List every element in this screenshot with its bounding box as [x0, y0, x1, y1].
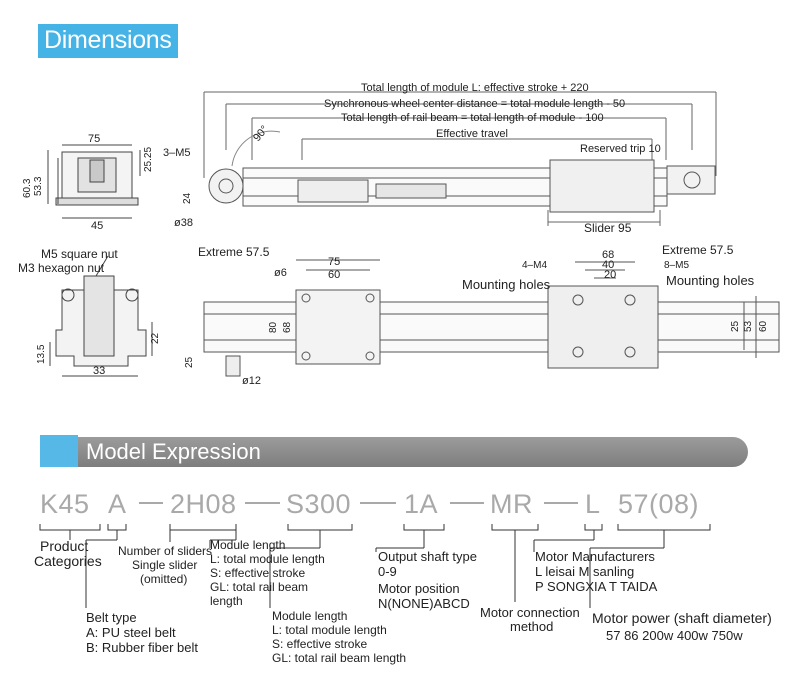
- motor-power-desc: Motor power (shaft diameter) 57 86 200w …: [592, 610, 772, 643]
- diameter-38-label: ø38: [174, 217, 193, 229]
- dim-25-left: 25: [184, 356, 195, 368]
- sliders-line-1: Number of sliders: [118, 544, 212, 558]
- extreme-right-label: Extreme 57.5: [662, 243, 734, 257]
- dim-13-5: 13.5: [36, 344, 47, 364]
- sliders-desc: Number of sliders Single slider (omitted…: [118, 544, 212, 586]
- conn-line-1: Motor connection: [480, 605, 580, 620]
- model-expression-title: Model Expression: [86, 439, 261, 464]
- shaft-line-4: N(NONE)ABCD: [378, 596, 470, 611]
- total-length-label: Total length of module L: effective stro…: [361, 82, 589, 94]
- dim-25-25: 25.25: [143, 147, 154, 172]
- belt-type-desc: Belt type A: PU steel belt B: Rubber fib…: [86, 610, 198, 655]
- power-line-1: Motor power (shaft diameter): [592, 610, 772, 626]
- extreme-left-label: Extreme 57.5: [198, 245, 270, 259]
- dim-75-top: 75: [88, 133, 100, 145]
- dim-60-right: 60: [758, 320, 769, 332]
- mla-line-1: Module length: [210, 538, 285, 552]
- dim-75-mid: 75: [328, 256, 340, 268]
- dim-45: 45: [91, 220, 103, 232]
- code-power: 57(08): [618, 489, 699, 519]
- reserved-trip-label: Reserved trip 10: [580, 143, 661, 155]
- header-accent-block: [40, 435, 78, 467]
- dimensions-title: Dimensions: [38, 24, 178, 58]
- module-side-drawing: [208, 130, 716, 213]
- motor-connection-desc: Motor connection method: [480, 605, 580, 634]
- rail-length-label: Total length of rail beam = total length…: [341, 112, 604, 124]
- m3-hex-nut-label: M3 hexagon nut: [18, 261, 105, 275]
- dim-53-right: 53: [743, 320, 754, 332]
- code-manufacturer: L: [585, 489, 601, 519]
- mla-line-4: GL: total rail beam: [210, 580, 308, 594]
- shaft-line-1: Output shaft type: [378, 549, 477, 564]
- sliders-line-3: (omitted): [140, 572, 187, 586]
- model-code-row: K45 A 2H08 S300 1A MR L 57(08): [40, 489, 699, 519]
- dim-25-right: 25: [730, 320, 741, 332]
- three-m5-label: 3–M5: [163, 147, 191, 159]
- effective-travel-label: Effective travel: [436, 128, 508, 140]
- model-leader-lines: [39, 524, 711, 608]
- belt-line-3: B: Rubber fiber belt: [86, 640, 198, 655]
- code-k45: K45: [40, 489, 90, 519]
- mlb-line-1: Module length: [272, 609, 347, 623]
- dim-68: 68: [282, 321, 293, 333]
- mlb-line-3: S: effective stroke: [272, 637, 367, 651]
- mfr-line-2: L leisai M sanling: [535, 564, 634, 579]
- motor-manufacturers-desc: Motor Manufacturers L leisai M sanling P…: [535, 549, 658, 594]
- m5-square-nut-label: M5 square nut: [41, 247, 118, 261]
- dim-24: 24: [182, 192, 193, 204]
- belt-line-1: Belt type: [86, 610, 137, 625]
- dim-80: 80: [268, 321, 279, 333]
- code-connection: MR: [490, 489, 533, 519]
- mla-line-5: length: [210, 594, 243, 608]
- diameter-6-label: ø6: [274, 267, 287, 279]
- shaft-line-3: Motor position: [378, 581, 460, 596]
- conn-line-2: method: [510, 619, 553, 634]
- output-shaft-desc: Output shaft type 0-9 Motor position N(N…: [378, 549, 477, 611]
- dim-60-mid: 60: [328, 269, 340, 281]
- mfr-line-3: P SONGXIA T TAIDA: [535, 579, 658, 594]
- angle-label: 90°: [251, 123, 271, 143]
- dim-40-right: 40: [602, 259, 614, 271]
- mlb-line-2: L: total module length: [272, 623, 387, 637]
- code-shaft: 1A: [404, 489, 438, 519]
- dim-33: 33: [93, 365, 105, 377]
- dim-68-right: 68: [602, 249, 614, 261]
- power-line-2: 57 86 200w 400w 750w: [606, 628, 743, 643]
- dim-53-3: 53.3: [33, 176, 44, 196]
- code-belt: A: [108, 489, 127, 519]
- end-view-drawing: [47, 144, 141, 219]
- dim-60-3: 60.3: [22, 178, 33, 198]
- sync-distance-label: Synchronous wheel center distance = tota…: [324, 98, 625, 110]
- diameter-12-label: ø12: [242, 375, 261, 387]
- shaft-line-2: 0-9: [378, 564, 397, 579]
- model-expression-header: Model Expression: [40, 435, 748, 467]
- code-sliders: 2H08: [170, 489, 237, 519]
- slider-label: Slider 95: [584, 221, 632, 235]
- four-m4-label: 4–M4: [522, 260, 547, 271]
- mounting-holes-left-label: Mounting holes: [462, 277, 551, 292]
- code-length: S300: [286, 489, 351, 519]
- sliders-line-2: Single slider: [132, 558, 197, 572]
- module-length-lower-desc: Module length L: total module length S: …: [272, 609, 406, 665]
- mfr-line-1: Motor Manufacturers: [535, 549, 655, 564]
- dim-22: 22: [150, 332, 161, 344]
- mounting-holes-right-label: Mounting holes: [666, 273, 755, 288]
- dim-20-right: 20: [604, 269, 616, 281]
- mlb-line-4: GL: total rail beam length: [272, 651, 406, 665]
- product-line-1: Product: [40, 538, 88, 554]
- nut-profile-drawing: [49, 255, 153, 377]
- mla-line-2: L: total module length: [210, 552, 325, 566]
- top-dimension-lines: [203, 91, 717, 226]
- module-top-drawing: [203, 259, 780, 377]
- module-length-upper-desc: Module length L: total module length S: …: [210, 538, 325, 608]
- product-line-2: Categories: [34, 553, 102, 569]
- product-categories-desc: Product Categories: [34, 538, 102, 569]
- belt-line-2: A: PU steel belt: [86, 625, 176, 640]
- mla-line-3: S: effective stroke: [210, 566, 305, 580]
- eight-m5-label: 8–M5: [664, 260, 689, 271]
